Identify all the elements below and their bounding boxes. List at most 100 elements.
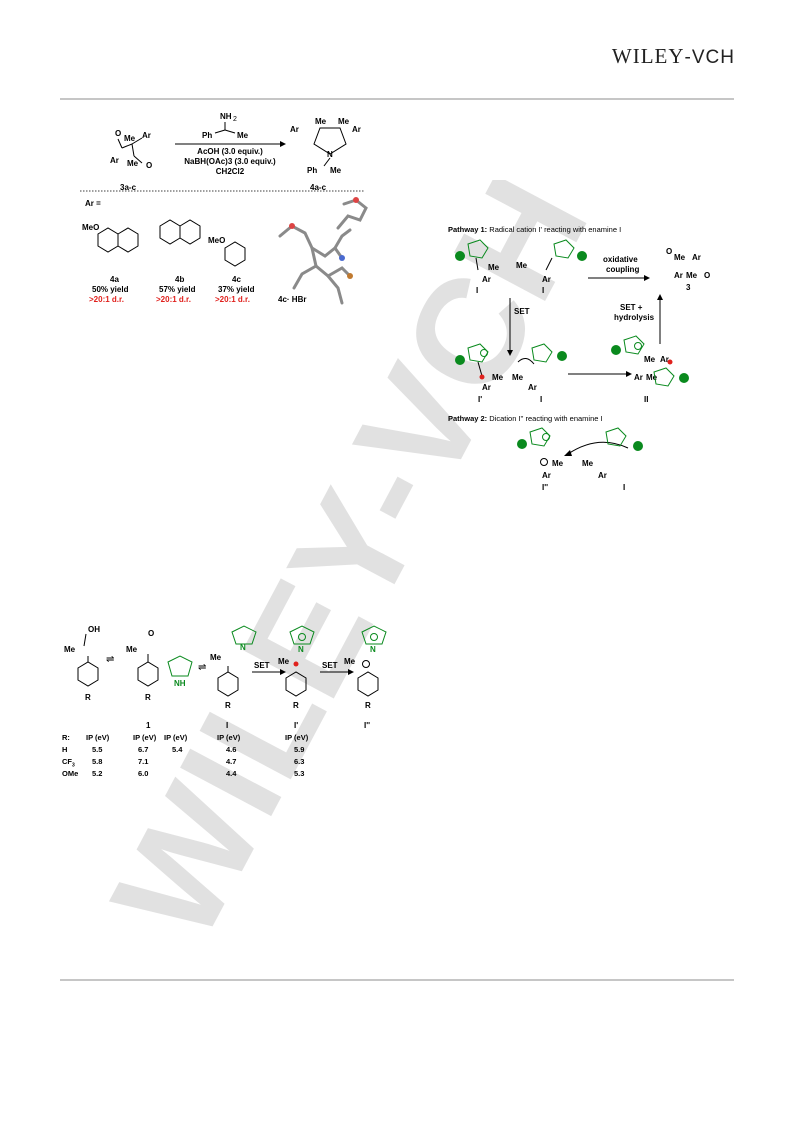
- dication-bottom: N Me R: [344, 625, 387, 710]
- ar-4a-ome: MeO: [82, 223, 99, 232]
- step-set-1: SET: [514, 307, 530, 316]
- dication-I-dprime: Me Ar I'': [517, 427, 564, 492]
- product-4a-dr: >20:1 d.r.: [89, 295, 124, 304]
- publisher-logo: WILEY-VCH: [612, 44, 735, 69]
- ip-row-2-v5: 6.3: [294, 757, 305, 766]
- pathway-1-title: Pathway 1: Radical cation I' reacting wi…: [448, 225, 621, 234]
- atom-nh: NH: [174, 679, 186, 688]
- condition-line-3: CH2Cl2: [216, 167, 245, 176]
- atom-ar: Ar: [142, 131, 151, 140]
- condition-line-1: AcOH (3.0 equiv.): [197, 147, 263, 156]
- atom-me-p2: Me: [516, 261, 528, 270]
- ip-row-2-r: CF3: [62, 757, 75, 769]
- radical-cation-I-prime: Me Ar I': [455, 343, 504, 404]
- atom-me-im: Me: [512, 373, 524, 382]
- ip-header-5: IP (eV): [285, 733, 309, 742]
- atom-n-b4: N: [298, 645, 304, 654]
- product-4a-id: 4a: [110, 275, 119, 284]
- atom-o-3b: O: [704, 271, 710, 280]
- crystal-structure-image: [278, 197, 368, 305]
- ip-row-1-v4: 4.6: [226, 745, 237, 754]
- atom-me-b1: Me: [64, 645, 76, 654]
- atom-ar-ii2: Ar: [634, 373, 643, 382]
- atom-ar-ip2: Ar: [598, 471, 607, 480]
- atom-ar-ip: Ar: [482, 383, 491, 392]
- ip-row-3-v5: 5.3: [294, 769, 305, 778]
- pathway-2-bold: Pathway 2:: [448, 414, 487, 423]
- prod-me-1: Me: [315, 117, 327, 126]
- compound-label-I-prime: I': [294, 721, 298, 730]
- product-4a-yield: 50% yield: [92, 285, 129, 294]
- scheme-pyrrolidine-synthesis: O Me Ar Ar Me O 3a-c NH 2 Ph Me AcOH (3.…: [80, 112, 368, 305]
- step-oxidative: oxidative: [603, 255, 638, 264]
- step-set-hydrolysis-2: hydrolysis: [614, 313, 655, 322]
- atom-me-p1: Me: [488, 263, 500, 272]
- atom-ar-im: Ar: [528, 383, 537, 392]
- pathway-1-text: Radical cation I' reacting with enamine …: [487, 225, 621, 234]
- atom-ar-2: Ar: [110, 156, 119, 165]
- enamine-I-mid: Me Ar I: [512, 343, 567, 404]
- product-4c-yield: 37% yield: [218, 285, 255, 294]
- atom-ar-idp: Ar: [542, 471, 551, 480]
- atom-me-ip2: Me: [582, 459, 594, 468]
- enamine-I-right: Me Ar I: [516, 239, 587, 295]
- ar-4b-structure: [159, 219, 201, 245]
- ip-row-2-v1: 5.8: [92, 757, 103, 766]
- atom-me-idp: Me: [552, 459, 564, 468]
- atom-me-3a: Me: [674, 253, 686, 262]
- publisher-logo-main: WILEY: [611, 44, 685, 68]
- atom-r-b4: R: [293, 701, 299, 710]
- ip-row-2-v2: 7.1: [138, 757, 149, 766]
- label-I-4: I: [623, 483, 625, 492]
- ar-4a-structure: MeO: [82, 223, 139, 253]
- ip-header-3: IP (eV): [164, 733, 188, 742]
- product-4b-dr: >20:1 d.r.: [156, 295, 191, 304]
- ip-row-3-v4: 4.4: [226, 769, 237, 778]
- footer-rule: [60, 979, 734, 981]
- pathway-2-title: Pathway 2: Dication I'' reacting with en…: [448, 414, 603, 423]
- ip-row-1-v5: 5.9: [294, 745, 305, 754]
- label-I-1: I: [476, 286, 478, 295]
- atom-me-b2: Me: [126, 645, 138, 654]
- compound-label-I-dprime: I'': [364, 721, 370, 730]
- atom-r-b2: R: [145, 693, 151, 702]
- atom-me-b4: Me: [278, 657, 290, 666]
- ar-4c-structure: MeO: [208, 236, 246, 267]
- enamine-I-bottom: N Me R: [210, 625, 257, 710]
- ar-4c-ome: MeO: [208, 236, 225, 245]
- atom-ar-ii1: Ar: [660, 355, 669, 364]
- crystal-label: 4c· HBr: [278, 295, 306, 304]
- label-II: II: [644, 395, 648, 404]
- ip-header-1: IP (eV): [86, 733, 110, 742]
- atom-oh: OH: [88, 625, 100, 634]
- pyrrolidine-product-structure: Me Me Ar Ar N Ph Me: [290, 117, 361, 175]
- product-4b-id: 4b: [175, 275, 184, 284]
- atom-me: Me: [124, 134, 136, 143]
- prod-ar-2: Ar: [352, 125, 361, 134]
- ip-row-1-r: H: [62, 745, 68, 754]
- atom-ar-3a: Ar: [692, 253, 701, 262]
- pathway-1-bold: Pathway 1:: [448, 225, 487, 234]
- atom-o: O: [115, 129, 121, 138]
- prod-ar-1: Ar: [290, 125, 299, 134]
- ip-header-2: IP (eV): [133, 733, 157, 742]
- product-label: 4a-c: [310, 183, 327, 192]
- atom-o-3a: O: [666, 247, 672, 256]
- condition-line-2: NaBH(OAc)3 (3.0 equiv.): [184, 157, 276, 166]
- scheme-mechanism: Pathway 1: Radical cation I' reacting wi…: [448, 225, 710, 492]
- intermediate-II: Me Ar Ar Me II: [611, 335, 689, 404]
- enol-structure: OH Me R: [64, 625, 100, 702]
- pathway-2-text: Dication I'' reacting with enamine I: [487, 414, 602, 423]
- ip-row-1-v3: 5.4: [172, 745, 183, 754]
- enamine-I-left: Me Ar I: [455, 239, 500, 295]
- ketone-1-structure: O Me R: [126, 629, 159, 702]
- ip-row-2-v4: 4.7: [226, 757, 237, 766]
- enamine-I-p2: Me Ar I: [582, 427, 643, 492]
- prod-n: N: [327, 150, 333, 159]
- header-rule: [60, 98, 734, 100]
- atom-n-b3: N: [240, 643, 246, 652]
- label-I-prime-1: I': [478, 395, 482, 404]
- atom-me-ip: Me: [492, 373, 504, 382]
- set-arrow-label-1: SET: [254, 661, 270, 670]
- ip-header-r: R:: [62, 733, 70, 742]
